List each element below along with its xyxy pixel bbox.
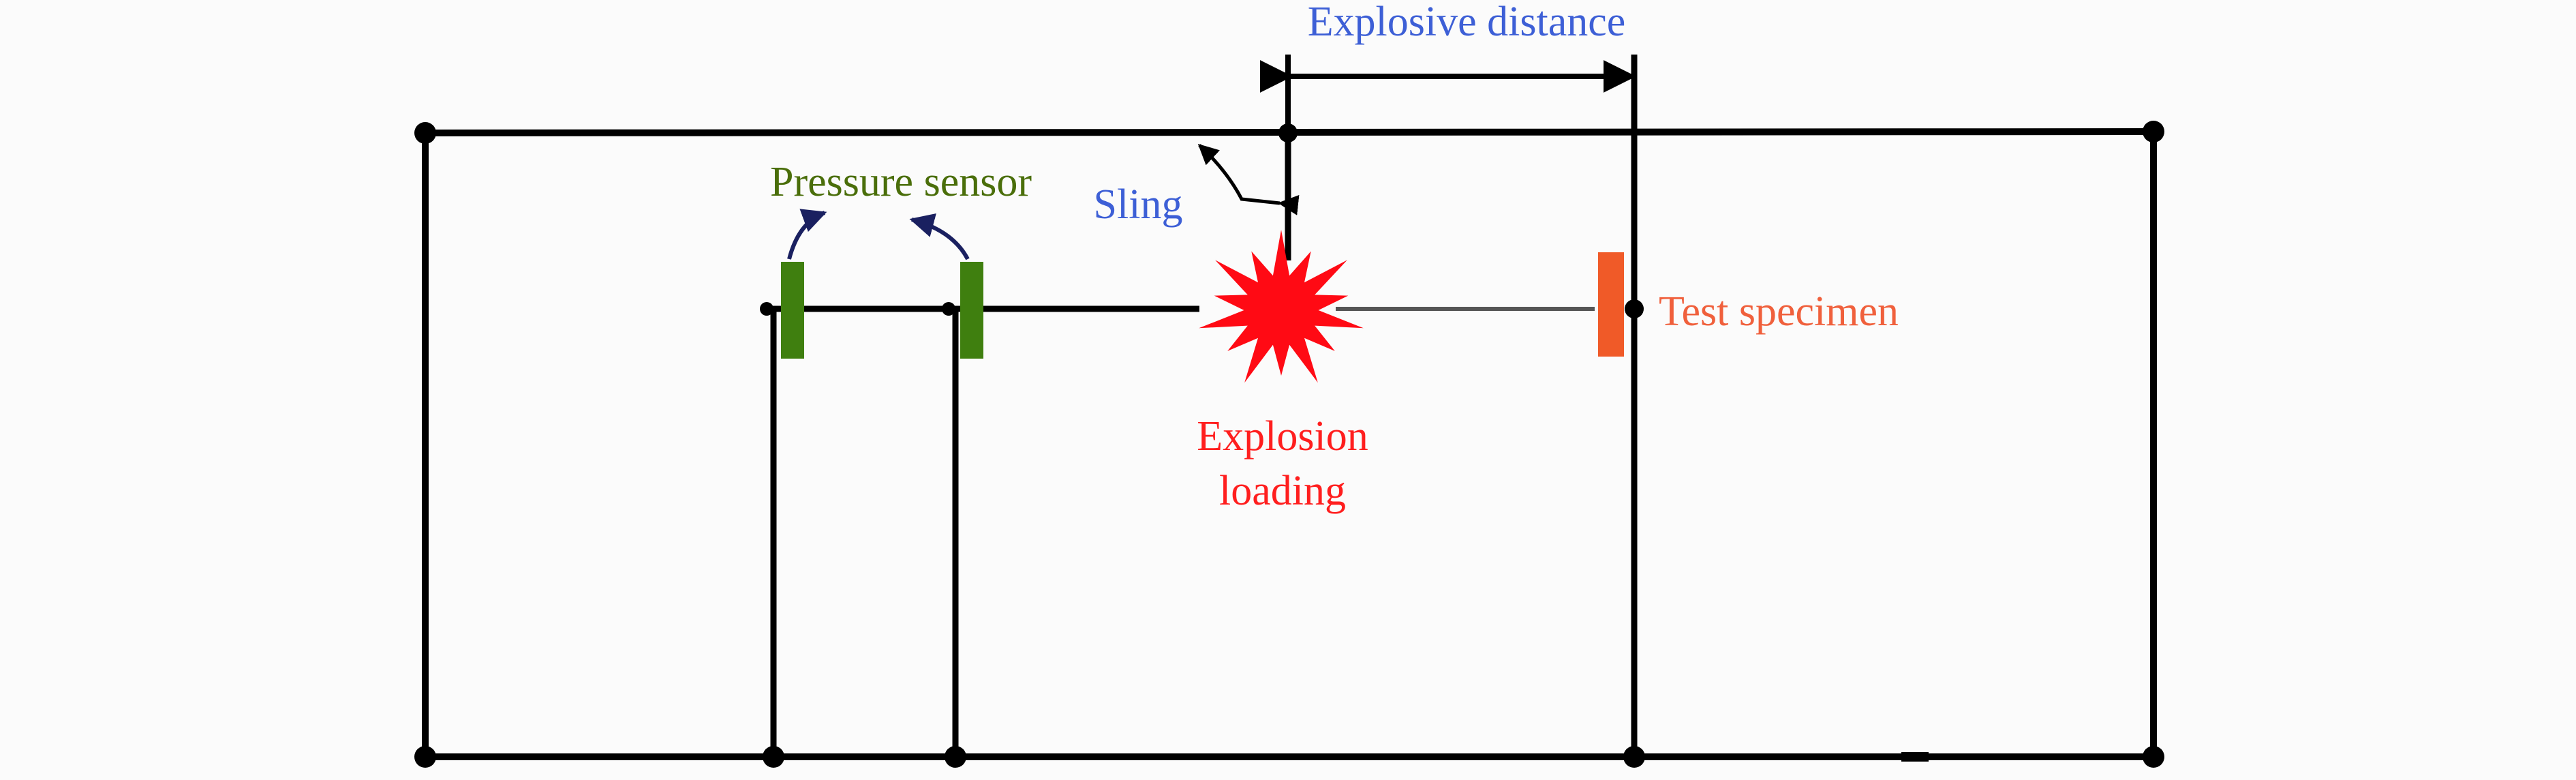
joint xyxy=(763,746,784,768)
sensor-pointer-arrow-2 xyxy=(909,213,970,260)
joint xyxy=(414,746,436,768)
pressure-sensor-label: Pressure sensor xyxy=(770,159,1032,205)
joint xyxy=(945,746,966,768)
explosion-label-line1: Explosion xyxy=(1197,413,1368,460)
explosive-distance-label: Explosive distance xyxy=(1308,0,1626,45)
sensor-pointer-arrow-1 xyxy=(787,209,827,260)
joint xyxy=(2143,121,2164,142)
pressure-sensor-2 xyxy=(960,262,983,359)
joint xyxy=(1623,746,1645,768)
joint xyxy=(942,302,955,316)
test-specimen-label: Test specimen xyxy=(1659,288,1899,335)
test-specimen-block xyxy=(1598,252,1624,357)
sling-pointer-arrow xyxy=(1197,143,1300,215)
joint xyxy=(2143,746,2164,768)
pressure-sensor-1 xyxy=(781,262,804,359)
joint xyxy=(1625,299,1644,318)
sling-label: Sling xyxy=(1094,181,1183,228)
explosive-distance-dimension xyxy=(1259,55,1636,133)
explosion-burst-icon xyxy=(1199,230,1364,383)
joint xyxy=(760,302,773,316)
joint xyxy=(414,122,436,144)
explosion-label-line2: loading xyxy=(1219,468,1346,514)
